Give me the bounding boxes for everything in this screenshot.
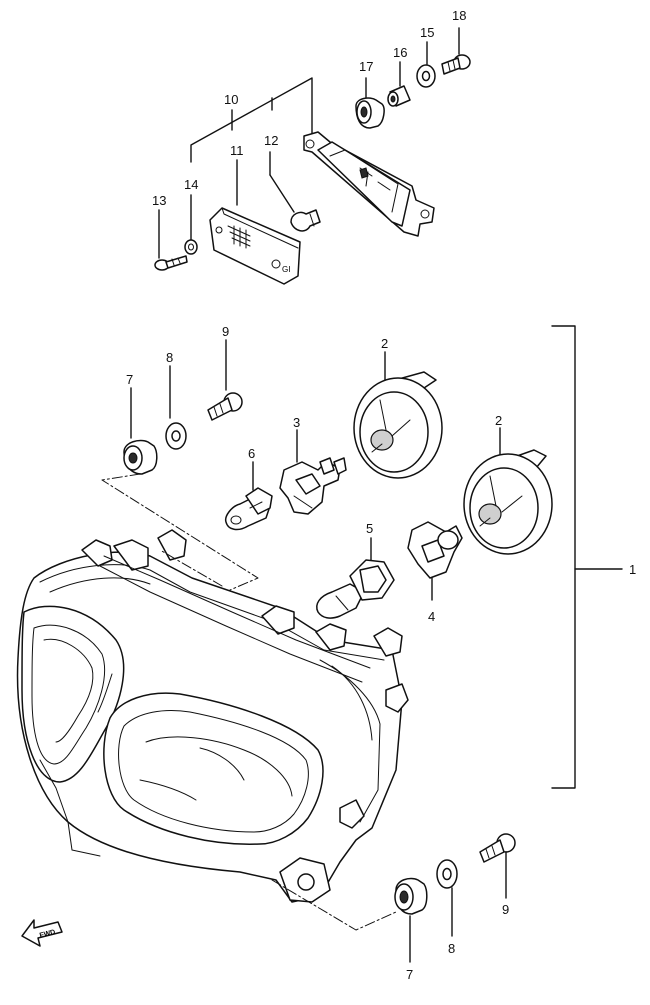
- bulb-components-group: [101, 339, 553, 619]
- callout-2-lower: 2: [495, 413, 502, 428]
- callout-9-upper: 9: [222, 324, 229, 339]
- bulb-part-6: [224, 461, 273, 531]
- shield-part-2-lower: [463, 427, 553, 555]
- callout-8-lower: 8: [448, 941, 455, 956]
- callout-9-lower: 9: [502, 902, 509, 917]
- fwd-arrow-icon: FWD: [21, 919, 63, 947]
- svg-text:GI: GI: [282, 265, 290, 274]
- position-lamp-group: GI: [154, 27, 471, 285]
- bolt-part-9-lower: [479, 833, 516, 899]
- callout-14: 14: [184, 177, 198, 192]
- collar-part-16: [387, 61, 411, 107]
- fwd-label: FWD: [39, 929, 56, 940]
- callout-18: 18: [452, 8, 466, 23]
- callout-7-upper: 7: [126, 372, 133, 387]
- callout-8-upper: 8: [166, 350, 173, 365]
- callout-12: 12: [264, 133, 278, 148]
- washer-part-8-upper: [165, 365, 187, 450]
- headlamp-housing-part-1: [16, 529, 409, 931]
- callout-3: 3: [293, 415, 300, 430]
- washer-part-15: [416, 41, 436, 88]
- callout-16: 16: [393, 45, 407, 60]
- assembly-1-bracket: [551, 325, 623, 789]
- lower-mount-group: [394, 833, 516, 963]
- bolt-part-9-upper: [207, 339, 243, 421]
- callout-4: 4: [428, 609, 435, 624]
- callout-5: 5: [366, 521, 373, 536]
- callout-2-upper: 2: [381, 336, 388, 351]
- washer-part-14: [184, 194, 198, 255]
- bulb-part-12: [269, 151, 321, 232]
- screw-part-13: [154, 209, 188, 271]
- callout-17: 17: [359, 59, 373, 74]
- callout-13: 13: [152, 193, 166, 208]
- grommet-part-17: [355, 77, 385, 129]
- callout-10: 10: [224, 92, 238, 107]
- socket-part-3: [279, 429, 347, 515]
- socket-part-4: [407, 521, 463, 601]
- assembly-guide-lines: [101, 473, 259, 591]
- callout-15: 15: [420, 25, 434, 40]
- lamp-bracket: [303, 131, 435, 237]
- shield-part-2-upper: [353, 351, 443, 479]
- lens-part-11: GI: [209, 159, 301, 285]
- callout-1: 1: [629, 562, 636, 577]
- callout-7-lower: 7: [406, 967, 413, 982]
- callout-6: 6: [248, 446, 255, 461]
- grommet-part-7-upper: [123, 387, 158, 475]
- grommet-part-7-lower: [394, 877, 428, 963]
- callout-11: 11: [230, 143, 244, 158]
- screw-part-18: [441, 27, 471, 75]
- washer-part-8-lower: [436, 859, 458, 937]
- bulb-part-5: [316, 537, 395, 619]
- callout-labels: 18 15 16 17 10 12 11 14 13 9 2 8 7 2 3 6…: [126, 8, 636, 982]
